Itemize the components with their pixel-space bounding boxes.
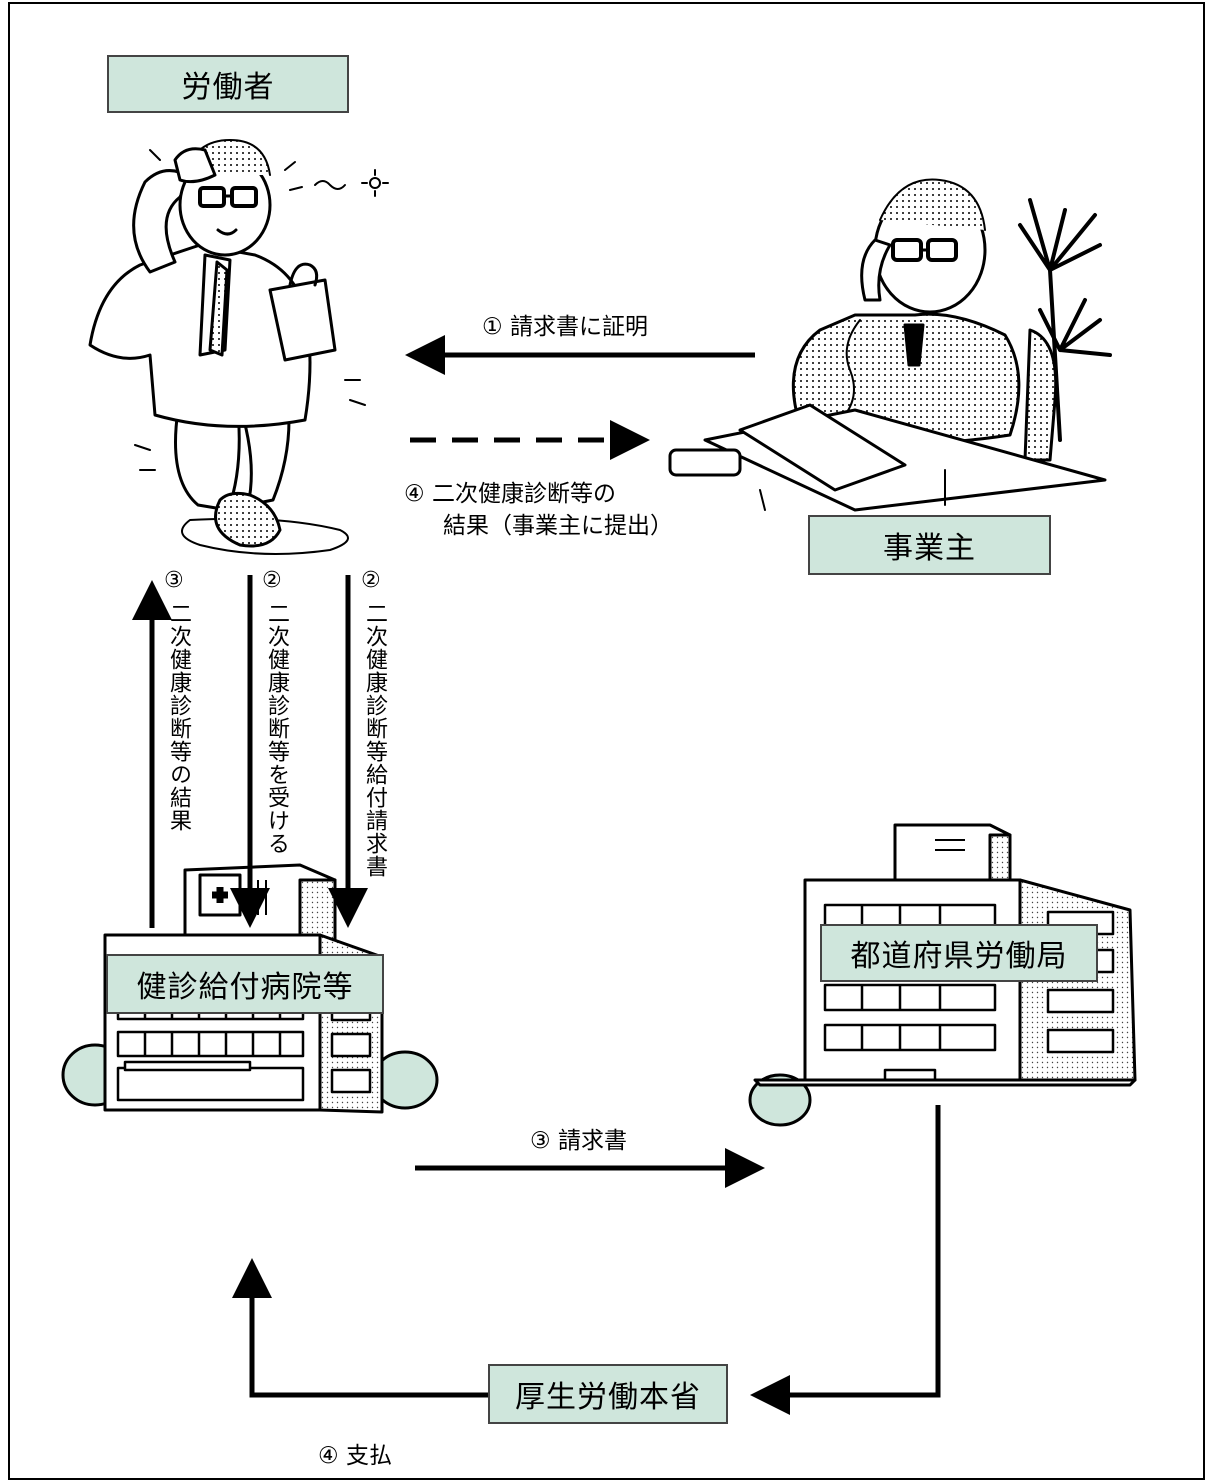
receive-number: ② bbox=[262, 568, 282, 593]
payment-number: ④ bbox=[318, 1443, 339, 1469]
payment-label: 支払 bbox=[345, 1443, 392, 1469]
certify-label-group: ① 請求書に証明 bbox=[482, 311, 648, 343]
result-label: 二次健康診断等の結果 bbox=[166, 602, 191, 832]
invoice-label-group: ③ 請求書 bbox=[530, 1125, 627, 1157]
employer-box: 事業主 bbox=[808, 515, 1051, 575]
payment-label-group: ④ 支払 bbox=[318, 1440, 392, 1472]
ministry-box: 厚生労働本省 bbox=[488, 1364, 728, 1424]
submit-label-line1: ④ 二次健康診断等の bbox=[404, 478, 616, 510]
submit-number: ④ bbox=[404, 481, 425, 507]
labor-bureau-box: 都道府県労働局 bbox=[820, 924, 1098, 982]
payment-arrow bbox=[232, 1258, 488, 1398]
worker-illustration-icon bbox=[88, 139, 389, 555]
worker-box: 労働者 bbox=[107, 55, 349, 113]
employer-illustration-icon bbox=[668, 178, 1112, 512]
bureau-to-ministry-arrow bbox=[750, 1105, 941, 1415]
claim-number: ② bbox=[361, 568, 381, 593]
hospital-box: 健診給付病院等 bbox=[106, 954, 384, 1014]
invoice-number: ③ bbox=[530, 1128, 551, 1154]
submit-label-line2: 結果（事業主に提出） bbox=[443, 513, 673, 539]
certify-label: 請求書に証明 bbox=[509, 314, 648, 340]
certify-number: ① bbox=[482, 314, 503, 340]
result-number: ③ bbox=[164, 568, 184, 593]
submit-label-text1: 二次健康診断等の bbox=[431, 481, 616, 507]
receive-label: 二次健康診断等を受ける bbox=[264, 602, 289, 855]
claim-label: 二次健康診断等給付請求書 bbox=[362, 602, 387, 878]
invoice-label: 請求書 bbox=[557, 1128, 627, 1154]
